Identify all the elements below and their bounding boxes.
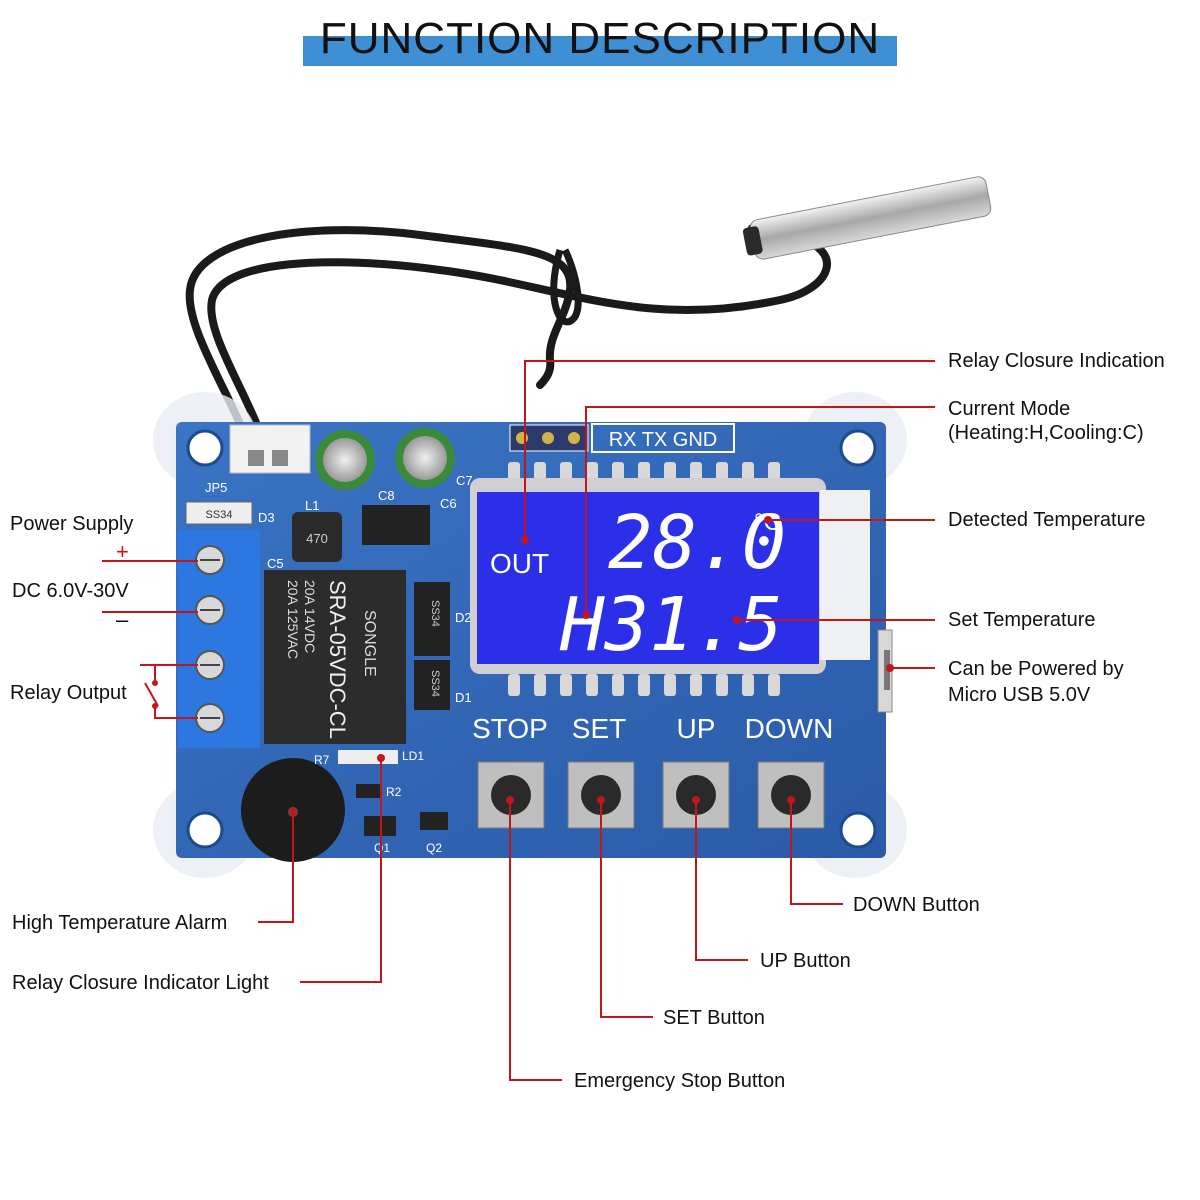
probe-wire-loop	[550, 248, 582, 326]
ic-chip	[362, 505, 430, 545]
r7-label: R7	[314, 753, 330, 767]
label-relay-closure-indication: Relay Closure Indication	[948, 350, 1165, 372]
r7-resistor	[338, 750, 398, 764]
lcd-backlight	[820, 490, 870, 660]
lcd-screen	[477, 492, 819, 664]
probe-wire	[185, 226, 575, 459]
d2-diode	[414, 582, 450, 656]
ss34-mid-label: SS34	[429, 600, 441, 627]
temperature-probe	[742, 176, 992, 260]
label-current-mode: Current Mode	[948, 398, 1071, 420]
q1-label: Q1	[374, 841, 390, 855]
header-pins-label: RX TX GND	[609, 429, 718, 451]
c7-label: C7	[456, 473, 473, 488]
inductor	[292, 512, 342, 562]
btn-label-down: DOWN	[745, 713, 834, 744]
c8-label: C8	[378, 488, 395, 503]
label-relay-indicator-light: Relay Closure Indicator Light	[12, 972, 269, 994]
r2-label: R2	[386, 785, 402, 799]
jp5-label: JP5	[205, 480, 227, 495]
label-up-button: UP Button	[760, 950, 851, 972]
label-stop-button: Emergency Stop Button	[574, 1070, 786, 1092]
label-power-supply: Power Supply	[10, 513, 134, 535]
page-title: FUNCTION DESCRIPTION	[319, 14, 881, 63]
c6-label: C6	[440, 496, 457, 511]
relay-model: SRA-05VDC-CL	[325, 580, 350, 739]
relay-rating-2: 20A 125VAC	[285, 580, 301, 659]
label-dc-range: DC 6.0V-30V	[12, 580, 129, 602]
lcd-set-temp: H31.5	[559, 582, 783, 668]
label-relay-output: Relay Output	[10, 682, 127, 704]
leader-lines	[102, 360, 935, 1081]
label-usb-power: Can be Powered by	[948, 658, 1124, 680]
c5-label: C5	[267, 556, 284, 571]
label-plus: +	[116, 539, 129, 564]
label-detected-temperature: Detected Temperature	[948, 509, 1146, 531]
d1-diode	[414, 660, 450, 710]
relay-rating-1: 20A 14VDC	[302, 580, 318, 653]
label-down-button: DOWN Button	[853, 894, 980, 916]
label-current-mode-detail: (Heating:H,Cooling:C)	[948, 422, 1144, 444]
d3-label: D3	[258, 510, 275, 525]
label-set-temperature: Set Temperature	[948, 609, 1096, 631]
label-high-temp-alarm: High Temperature Alarm	[12, 912, 228, 934]
l1-label: L1	[305, 498, 319, 513]
d3-diode	[185, 501, 253, 525]
mounting-holes	[186, 429, 877, 849]
relay-brand: SONGLE	[361, 610, 378, 677]
label-usb-power-detail: Micro USB 5.0V	[948, 684, 1091, 706]
ss34-label: SS34	[206, 509, 233, 521]
q2-transistor	[420, 812, 448, 830]
label-set-button: SET Button	[663, 1007, 765, 1029]
ss34-low-label: SS34	[429, 670, 441, 697]
probe-wire-2	[207, 224, 831, 459]
relay	[264, 570, 406, 744]
jp5-connector	[229, 424, 311, 474]
d2-label: D2	[455, 610, 472, 625]
btn-label-up: UP	[677, 713, 716, 744]
title-band	[303, 36, 897, 66]
btn-label-stop: STOP	[472, 713, 548, 744]
btn-label-set: SET	[572, 713, 626, 744]
lcd-detected-temp: 28.0	[608, 500, 786, 586]
r2-resistor	[356, 784, 380, 798]
inductor-label: 470	[306, 531, 328, 546]
lcd-out-indicator: OUT	[490, 548, 549, 579]
d1-label: D1	[455, 690, 472, 705]
label-minus: –	[116, 607, 129, 632]
ld1-label: LD1	[402, 749, 424, 763]
q2-label: Q2	[426, 841, 442, 855]
leader-dots	[152, 516, 894, 816]
